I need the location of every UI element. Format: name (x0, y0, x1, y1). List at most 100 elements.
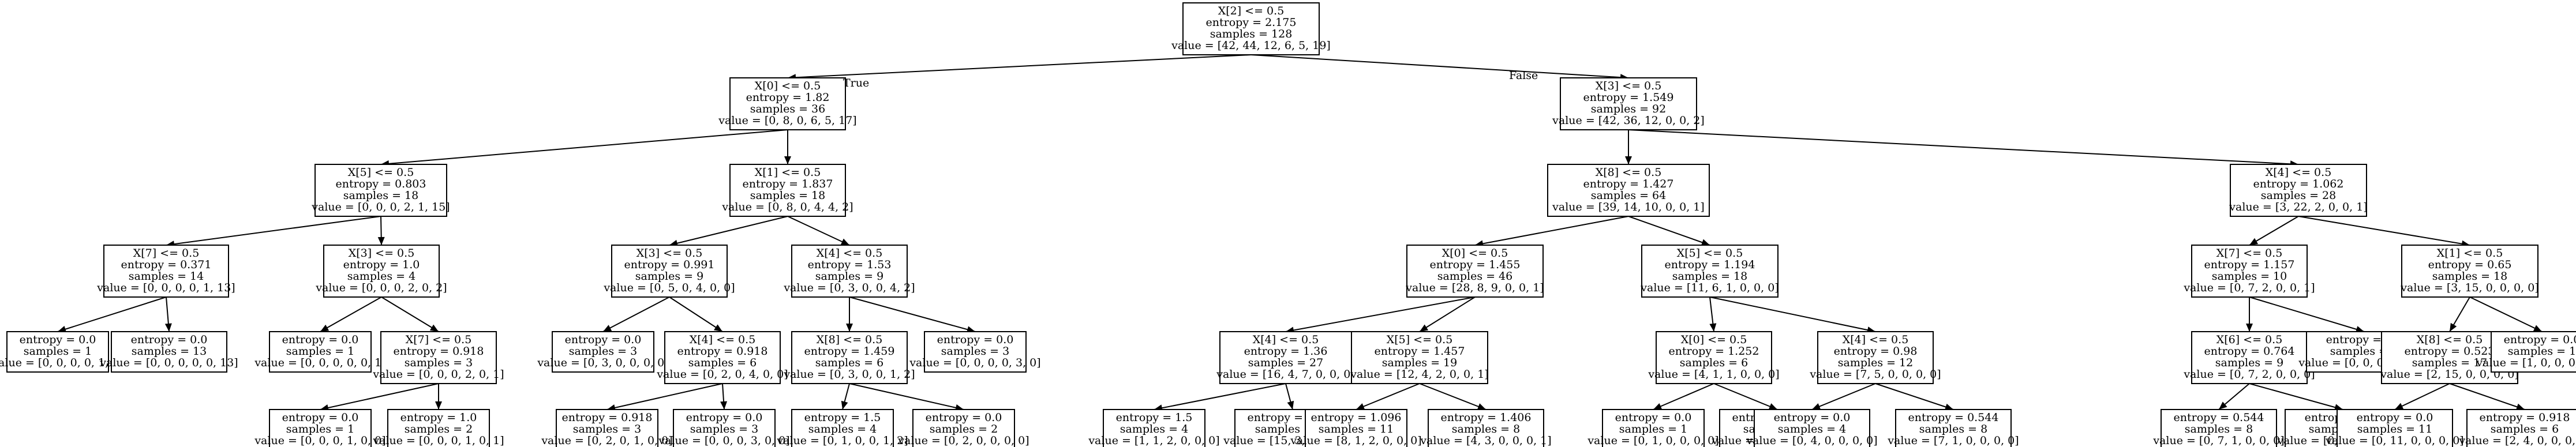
node-text-line: entropy = 1.459 (804, 345, 895, 358)
arrowhead (1709, 323, 1717, 332)
node-text-line: value = [8, 1, 2, 0, 0, 0] (1290, 434, 1421, 447)
arrowhead (1420, 324, 1429, 332)
node-text-line: value = [0, 0, 0, 0, 1, 13] (96, 281, 235, 294)
arrowhead (2219, 401, 2227, 410)
node-text-line: samples = 1 (24, 345, 92, 358)
tree-edge (381, 296, 439, 332)
tree-edge (669, 216, 788, 246)
node-box (1602, 409, 1705, 447)
node-text-line: X[5] <= 0.5 (1387, 333, 1453, 346)
tree-edge (320, 296, 382, 332)
tree-edge (787, 54, 1252, 78)
node-text-line: X[0] <= 0.5 (1681, 333, 1747, 346)
tree-edge (669, 296, 723, 332)
node-text-line: entropy = 1.252 (1669, 345, 1759, 358)
node-text-line: samples = 27 (1248, 356, 1324, 369)
node-box (1351, 331, 1488, 384)
node-text-line: samples = 3 (405, 356, 473, 369)
node-box (323, 245, 440, 298)
node-text-line: entropy = 1.455 (1430, 258, 1521, 271)
node-text-line: entropy = 0.65 (2428, 258, 2512, 271)
tree-edge (166, 216, 381, 246)
node-box (380, 331, 497, 384)
arrowhead (840, 238, 849, 245)
node-text-line: X[7] <= 0.5 (2216, 247, 2283, 260)
node-box (2337, 409, 2453, 447)
node-box (2191, 331, 2308, 384)
node-text-line: value = [0, 3, 0, 0, 1, 2] (783, 368, 915, 381)
node-text-line: samples = 46 (1437, 270, 1513, 283)
node-text-line: entropy = 2.175 (1206, 16, 1297, 29)
node-text-line: X[8] <= 0.5 (817, 333, 883, 346)
node-text-line: value = [0, 1, 0, 0, 0, 0] (1587, 434, 1718, 447)
node-text-line: samples = 9 (635, 270, 703, 283)
node-text-line: samples = 1 (286, 345, 354, 358)
node-text-line: value = [12, 4, 2, 0, 0, 1] (1350, 368, 1488, 381)
arrowhead (1653, 403, 1663, 410)
node-text-line: value = [0, 0, 0, 0, 0, 13] (99, 356, 238, 369)
node-box (552, 331, 654, 373)
node-text-line: X[3] <= 0.5 (349, 247, 415, 260)
tree-edge (2249, 216, 2299, 246)
node-text-line: entropy = 1.096 (1311, 411, 1402, 424)
arrowhead (603, 325, 612, 332)
node-text-line: X[4] <= 0.5 (2266, 166, 2332, 179)
node-text-line: value = [0, 0, 0, 1, 0, 1] (372, 434, 504, 447)
node-box (2161, 409, 2277, 447)
tree-edge (1653, 383, 1714, 410)
tree-edge (2249, 296, 2365, 332)
node-text-line: samples = 13 (132, 345, 207, 358)
arrowhead (1287, 400, 1294, 410)
arrowhead (2533, 325, 2542, 332)
node-text-line: samples = 1 (286, 423, 354, 435)
node-box (111, 331, 227, 373)
node-text-line: samples = 2 (405, 423, 473, 435)
arrowhead (429, 324, 439, 332)
node-text-line: samples = 9 (815, 270, 883, 283)
tree-edge (1419, 383, 1487, 410)
node-text-line: samples = 8 (1452, 423, 1520, 435)
node-box (269, 409, 372, 447)
tree-edge (606, 383, 723, 410)
node-text-line: X[4] <= 0.5 (690, 333, 756, 346)
node-text-line: entropy = 1.427 (1583, 178, 1674, 190)
arrowhead (2355, 326, 2364, 333)
node-text-line: entropy = 1.5 (804, 411, 881, 424)
node-text-line: value = [7, 5, 0, 0, 0, 0] (1809, 368, 1941, 381)
node-text-line: X[4] <= 0.5 (1253, 333, 1319, 346)
node-box (556, 409, 658, 447)
tree-edge (1628, 216, 1710, 246)
node-box (1182, 2, 1320, 55)
node-text-line: entropy = 1.5 (1116, 411, 1193, 424)
node-text-line: X[2] <= 0.5 (1218, 5, 1285, 17)
arrowhead (377, 236, 385, 245)
node-text-line: entropy = 0.764 (2204, 345, 2295, 358)
node-text-line: value = [42, 44, 12, 6, 5, 19] (1171, 39, 1331, 52)
arrowhead (713, 324, 722, 332)
node-text-line: X[3] <= 0.5 (1596, 80, 1662, 92)
node-text-line: samples = 4 (808, 423, 877, 435)
node-text-line: entropy = 1.0 (343, 258, 420, 271)
node-box (2401, 245, 2538, 298)
node-box (2491, 331, 2576, 373)
arrowhead (435, 401, 442, 410)
node-text-line: value = [0, 11, 0, 0, 0, 0] (2325, 434, 2463, 447)
node-text-line: entropy = 0.0 (20, 333, 96, 346)
node-text-line: entropy = 1.157 (2204, 258, 2295, 271)
